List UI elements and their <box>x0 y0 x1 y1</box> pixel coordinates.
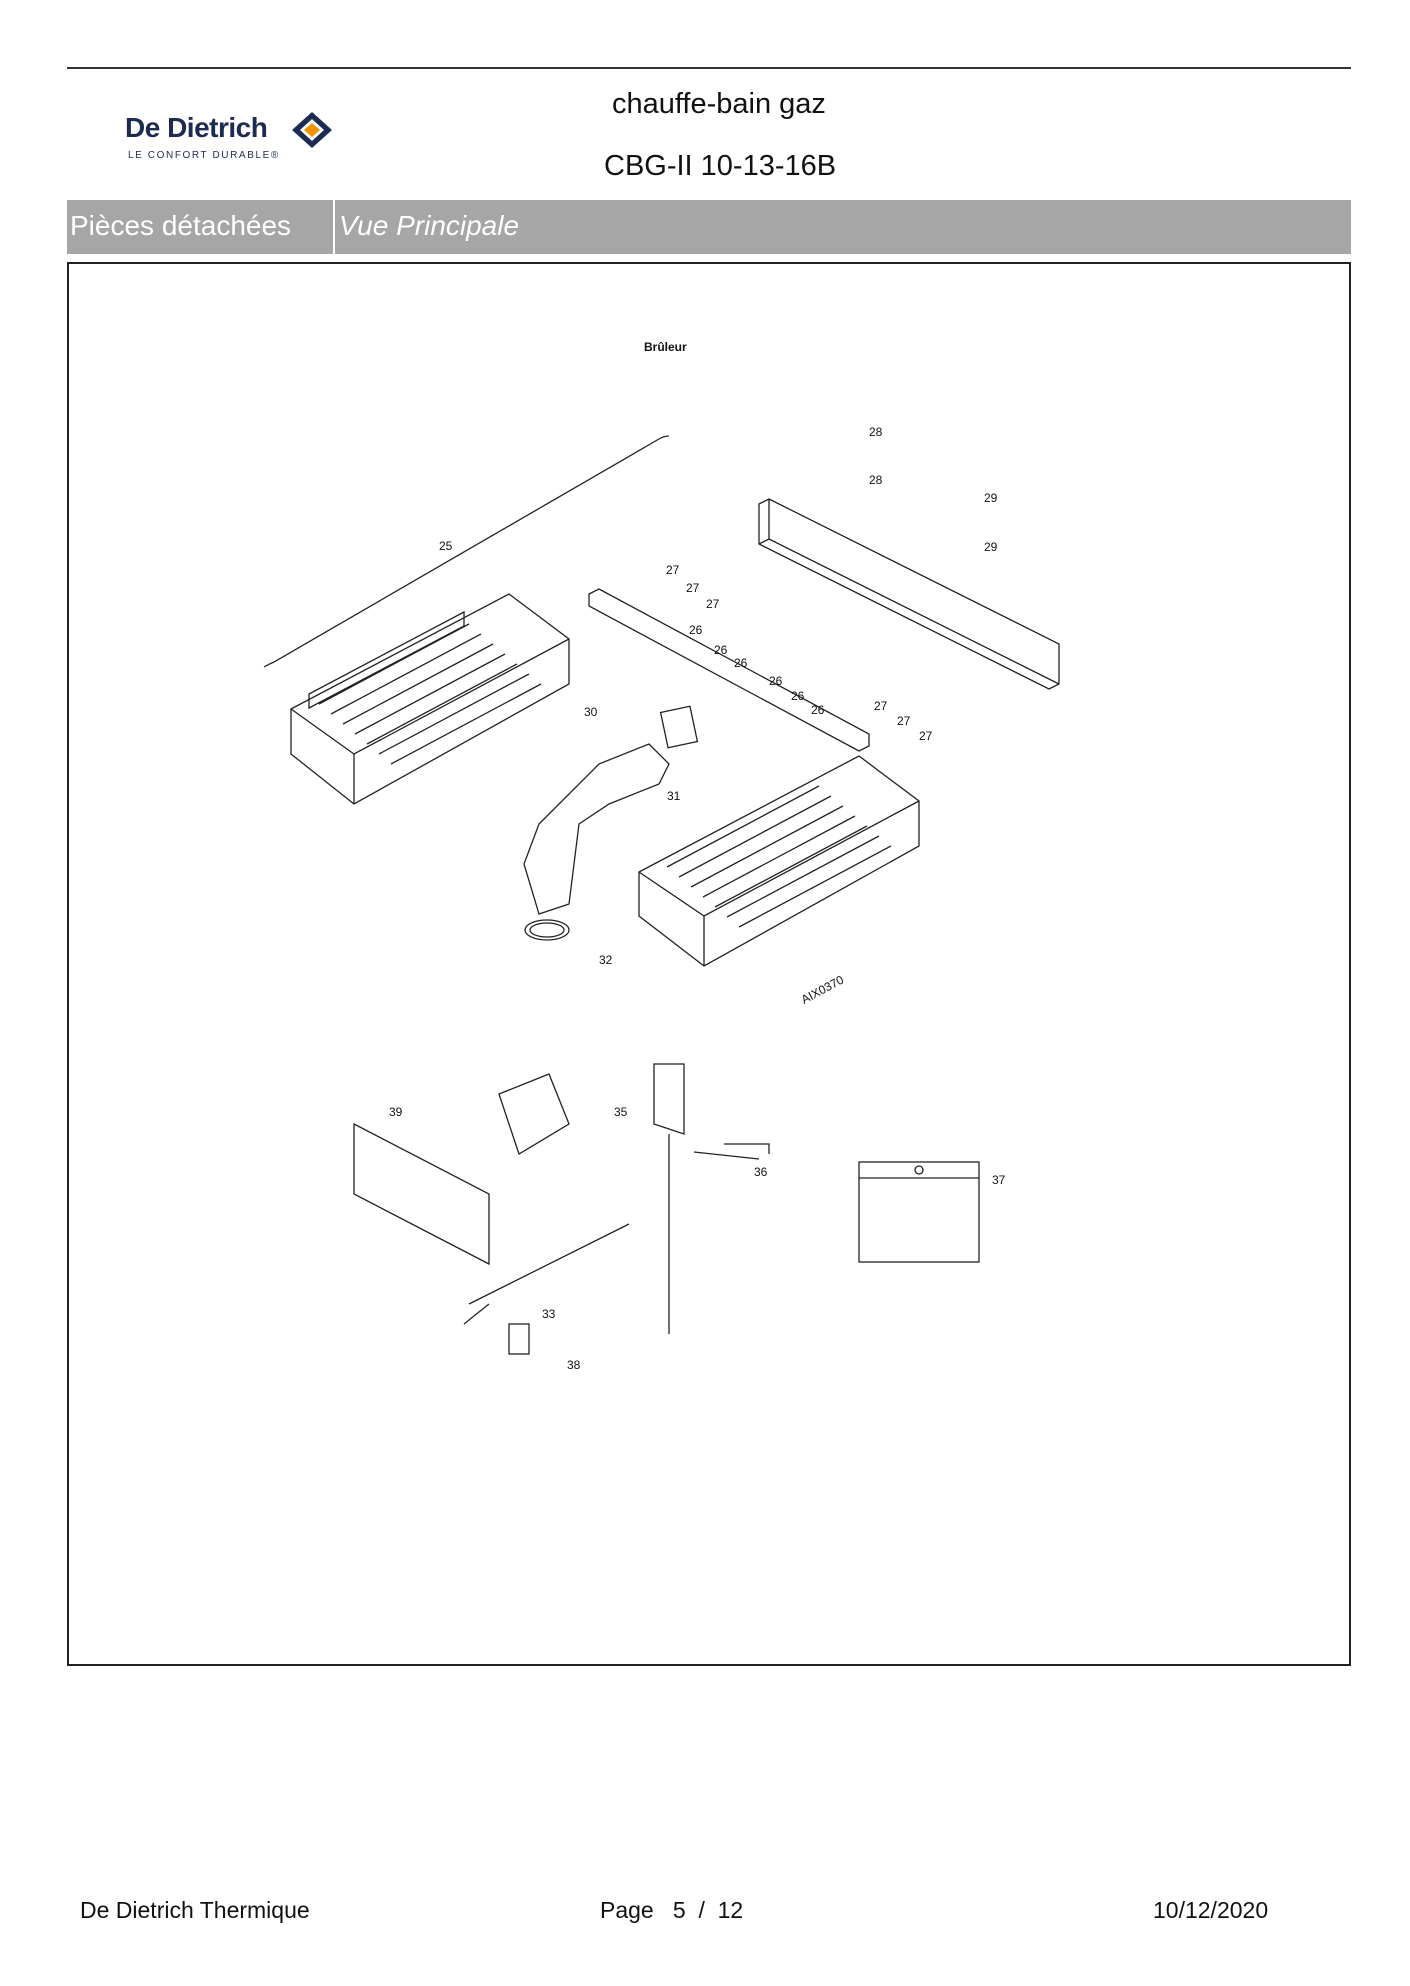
page-total: 12 <box>717 1897 744 1923</box>
page-current: 5 <box>672 1897 686 1923</box>
tab-main-view[interactable]: Vue Principale <box>339 210 520 241</box>
diagram-title: Brûleur <box>644 340 687 354</box>
svg-text:27: 27 <box>686 581 700 595</box>
svg-text:AIX0370: AIX0370 <box>799 973 847 1007</box>
svg-text:29: 29 <box>984 540 998 554</box>
svg-text:39: 39 <box>389 1105 403 1119</box>
svg-text:27: 27 <box>897 714 911 728</box>
svg-text:28: 28 <box>869 473 883 487</box>
svg-text:26: 26 <box>734 656 748 670</box>
svg-text:27: 27 <box>874 699 888 713</box>
document-title: chauffe-bain gaz <box>612 88 826 120</box>
svg-text:27: 27 <box>666 563 680 577</box>
footer-company: De Dietrich Thermique <box>80 1897 310 1923</box>
svg-text:32: 32 <box>599 953 613 967</box>
svg-text:35: 35 <box>614 1105 628 1119</box>
exploded-view-diagram: Brûleur 25 28 28 29 29 27 27 27 26 26 26… <box>263 340 1060 1372</box>
svg-text:29: 29 <box>984 491 998 505</box>
tab-spare-parts[interactable]: Pièces détachées <box>67 200 335 254</box>
svg-text:38: 38 <box>567 1358 581 1372</box>
brand-tagline: LE CONFORT DURABLE® <box>128 150 280 161</box>
section-bar: Pièces détachées Vue Principale <box>67 200 1351 254</box>
svg-text:26: 26 <box>811 703 825 717</box>
svg-text:28: 28 <box>869 425 883 439</box>
diagram-frame: Brûleur 25 28 28 29 29 27 27 27 26 26 26… <box>67 262 1351 1666</box>
svg-text:31: 31 <box>667 789 681 803</box>
svg-text:37: 37 <box>992 1173 1006 1187</box>
footer-date: 10/12/2020 <box>1153 1897 1269 1923</box>
svg-text:27: 27 <box>919 729 933 743</box>
brand-diamond-icon <box>292 112 332 148</box>
page-label: Page <box>600 1897 654 1923</box>
footer-page: Page 5 / 12 <box>600 1897 743 1924</box>
page-separator: / <box>698 1897 705 1923</box>
svg-text:26: 26 <box>714 643 728 657</box>
model-reference: CBG-II 10-13-16B <box>604 150 837 182</box>
svg-text:26: 26 <box>769 674 783 688</box>
svg-text:26: 26 <box>791 689 805 703</box>
svg-text:30: 30 <box>584 705 598 719</box>
svg-text:26: 26 <box>689 623 703 637</box>
svg-text:27: 27 <box>706 597 720 611</box>
header-rule <box>67 67 1351 69</box>
svg-text:25: 25 <box>439 539 453 553</box>
brand-logo: De Dietrich LE CONFORT DURABLE® <box>125 110 345 170</box>
svg-text:33: 33 <box>542 1307 556 1321</box>
svg-text:36: 36 <box>754 1165 768 1179</box>
brand-name: De Dietrich <box>125 112 268 143</box>
